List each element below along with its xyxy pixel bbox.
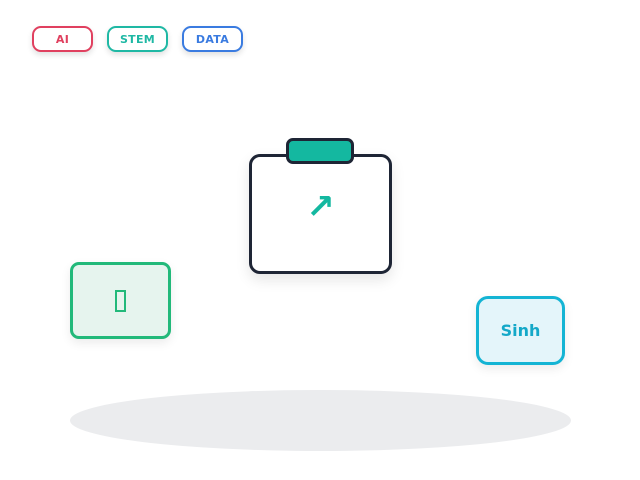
clipboard-clip	[286, 138, 354, 164]
ground-shadow	[70, 390, 571, 451]
right-subject-label: Sinh	[500, 321, 541, 340]
tag-data: DATA	[182, 26, 243, 52]
left-subject-card	[70, 262, 171, 339]
trend-up-arrow-icon: ↗	[306, 187, 335, 227]
missing-glyph-icon	[115, 289, 126, 312]
right-subject-card: Sinh	[476, 296, 565, 365]
tag-ai: AI	[32, 26, 93, 52]
tag-stem: STEM	[107, 26, 168, 52]
